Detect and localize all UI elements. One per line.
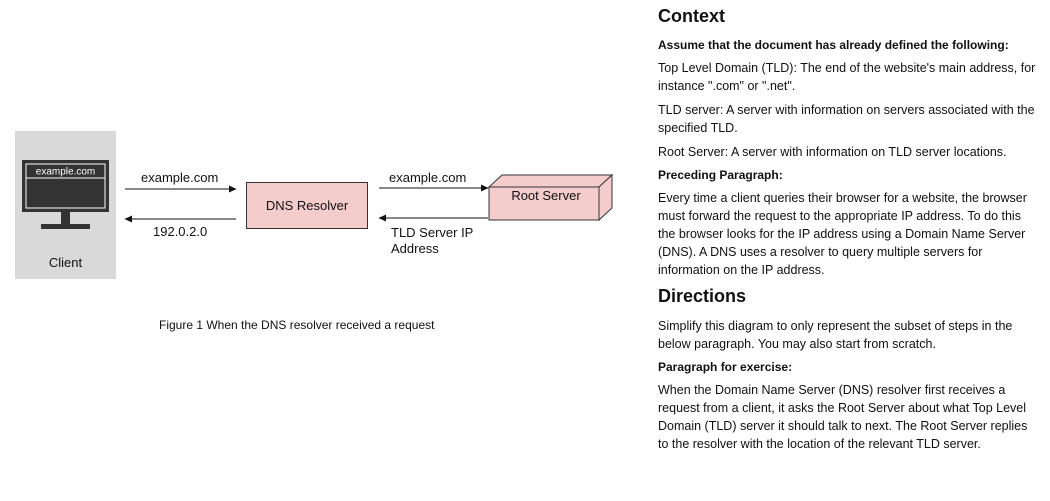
client-screen-text: example.com — [36, 167, 95, 178]
dns-diagram: example.com Client DNS Resolver Root Ser… — [15, 131, 614, 332]
client-label: Client — [48, 255, 83, 270]
label-client-to-resolver: example.com — [141, 170, 219, 185]
directions-text: Simplify this diagram to only represent … — [658, 319, 1013, 351]
diagram-arrows — [124, 184, 489, 223]
definition-tld: Top Level Domain (TLD): The end of the w… — [658, 61, 1036, 93]
exercise-paragraph: When the Domain Name Server (DNS) resolv… — [658, 383, 1028, 451]
assume-heading: Assume that the document has already def… — [658, 38, 1009, 52]
root-server-node — [487, 173, 614, 222]
preceding-heading: Preceding Paragraph: — [658, 168, 783, 182]
instructions-panel: Context Assume that the document has alr… — [658, 5, 1040, 459]
context-heading: Context — [658, 6, 725, 26]
label-resolver-to-root: example.com — [389, 170, 467, 185]
label-root-to-resolver-line1: TLD Server IP — [391, 225, 474, 240]
label-resolver-to-client: 192.0.2.0 — [153, 224, 208, 239]
dns-resolver-node: DNS Resolver — [246, 182, 368, 229]
monitor-icon: example.com — [22, 160, 109, 229]
dns-resolver-label: DNS Resolver — [265, 198, 349, 213]
preceding-paragraph: Every time a client queries their browse… — [658, 191, 1027, 277]
client-node: example.com Client — [15, 131, 116, 279]
root-server-label: Root Server — [511, 188, 581, 203]
figure-caption: Figure 1 When the DNS resolver received … — [159, 318, 435, 332]
label-root-to-resolver-line2: Address — [391, 241, 439, 256]
exercise-heading: Paragraph for exercise: — [658, 360, 793, 374]
definition-root-server: Root Server: A server with information o… — [658, 145, 1007, 159]
directions-heading: Directions — [658, 286, 747, 306]
definition-tld-server: TLD server: A server with information on… — [658, 103, 1035, 135]
